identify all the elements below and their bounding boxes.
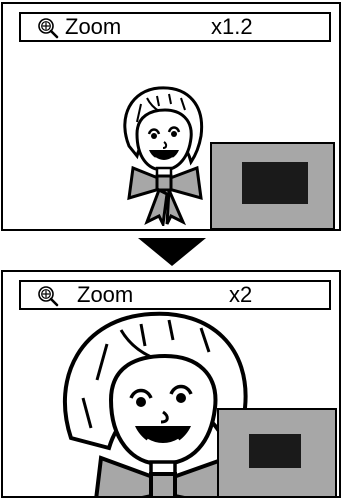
zoom-indicator-bar: Zoom x1.2 xyxy=(19,12,331,42)
magnifier-icon xyxy=(37,285,59,307)
zoom-navigator[interactable] xyxy=(210,142,335,230)
zoom-label: Zoom xyxy=(77,283,133,307)
zoom-label: Zoom xyxy=(65,15,121,39)
zoom-level-value: x2 xyxy=(229,283,252,307)
zoom-screen-before: Zoom x1.2 xyxy=(1,2,341,231)
character-image xyxy=(107,76,217,226)
zoom-screen-after: Zoom x2 xyxy=(1,270,341,498)
zoom-indicator-bar: Zoom x2 xyxy=(19,280,331,310)
navigator-viewport[interactable] xyxy=(242,162,308,204)
magnifier-icon xyxy=(37,17,59,39)
triangle-down-icon xyxy=(138,238,206,266)
navigator-viewport[interactable] xyxy=(249,434,301,468)
zoom-level-value: x1.2 xyxy=(211,15,253,39)
zoom-navigator[interactable] xyxy=(217,408,337,498)
